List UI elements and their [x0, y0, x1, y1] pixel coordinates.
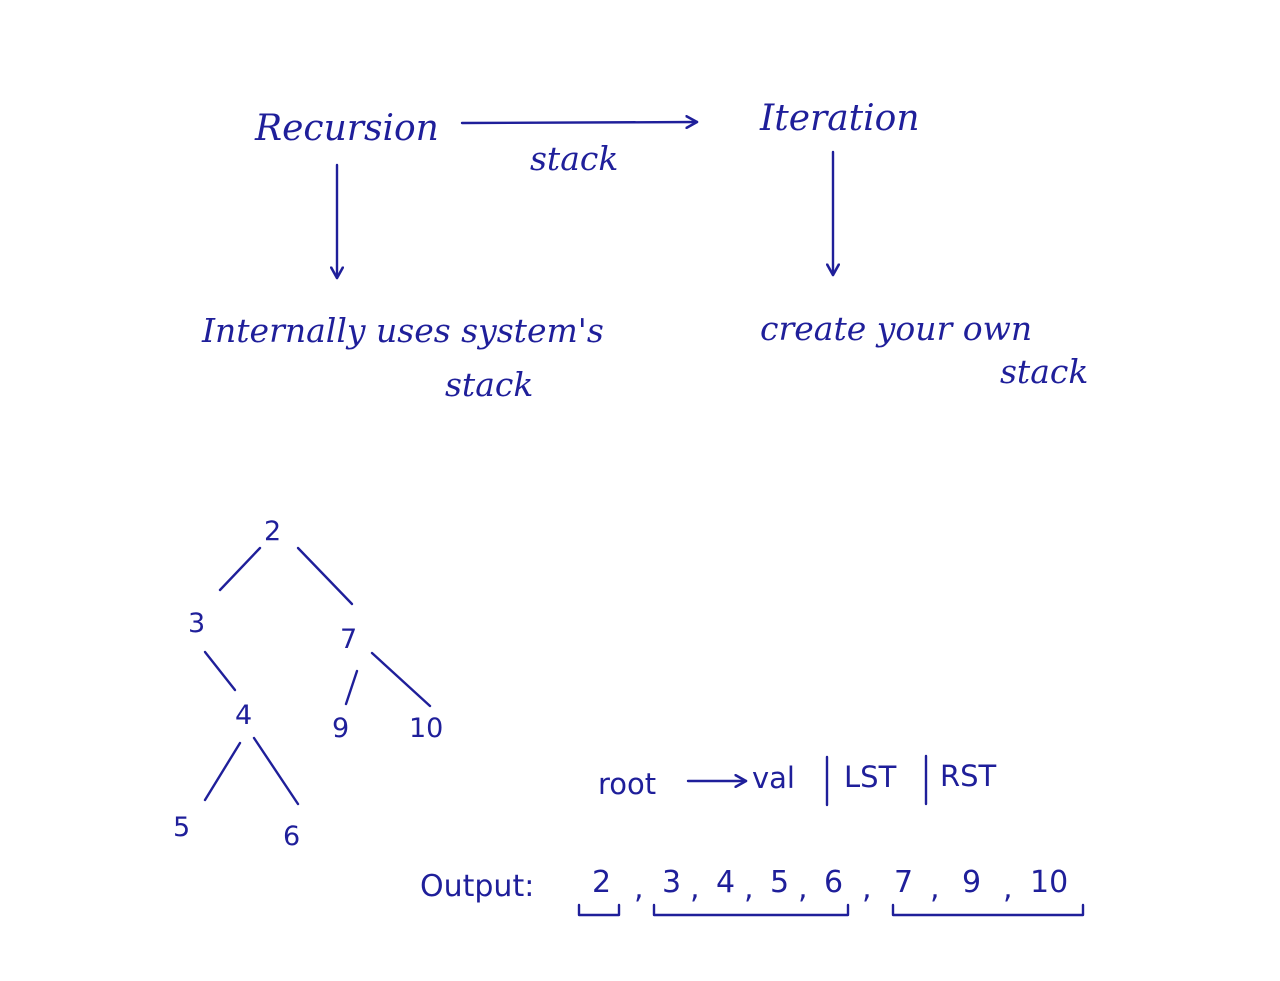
output-item-5: 5 [770, 865, 789, 900]
edge-7-9 [344, 669, 359, 706]
output-item-9: 9 [962, 865, 981, 900]
output-item-4: 4 [716, 865, 735, 900]
output-bracket-left-subtree [652, 903, 850, 917]
edge-7-10 [370, 651, 432, 708]
recursion-label: Recursion [254, 108, 439, 149]
order-rst-label: RST [940, 759, 997, 793]
edge-3-4 [203, 650, 237, 692]
output-bracket-right-subtree [891, 903, 1085, 917]
order-lst-label: LST [844, 760, 897, 794]
tree-node-2: 2 [264, 516, 281, 547]
edge-4-5 [203, 741, 242, 802]
output-separator: , [744, 871, 754, 906]
edge-2-3 [218, 546, 262, 592]
iteration-note-line1: create your own [760, 309, 1032, 348]
order-val-label: val [752, 761, 795, 795]
tree-node-10: 10 [409, 713, 443, 744]
recursion-to-iteration-arrow [460, 122, 697, 123]
output-separator: , [634, 871, 644, 906]
output-separator: , [798, 871, 808, 906]
iteration-note-line2: stack [1000, 352, 1088, 391]
edge-2-7 [296, 546, 354, 606]
output-item-6: 6 [824, 865, 843, 900]
output-separator: , [1003, 871, 1013, 906]
recursion-note-line1: Internally uses system's [201, 311, 604, 350]
output-separator: , [690, 871, 700, 906]
tree-node-3: 3 [188, 608, 205, 639]
output-item-3: 3 [662, 865, 681, 900]
output-separator: , [930, 871, 940, 906]
tree-node-5: 5 [173, 812, 190, 843]
tree-node-4: 4 [235, 700, 252, 731]
output-separator: , [862, 871, 872, 906]
edge-4-6 [252, 736, 300, 806]
output-bracket-root [577, 903, 621, 917]
recursion-note-line2: stack [445, 365, 533, 404]
output-item-2: 2 [592, 865, 611, 900]
iteration-label: Iteration [759, 98, 920, 139]
output-item-10: 10 [1030, 865, 1068, 900]
output-item-7: 7 [894, 865, 913, 900]
order-root-label: root [598, 767, 656, 801]
tree-node-9: 9 [332, 713, 349, 744]
output-label: Output: [420, 869, 534, 904]
arrow-stack-label: stack [530, 139, 618, 178]
tree-node-7: 7 [340, 624, 357, 655]
tree-node-6: 6 [283, 821, 300, 852]
